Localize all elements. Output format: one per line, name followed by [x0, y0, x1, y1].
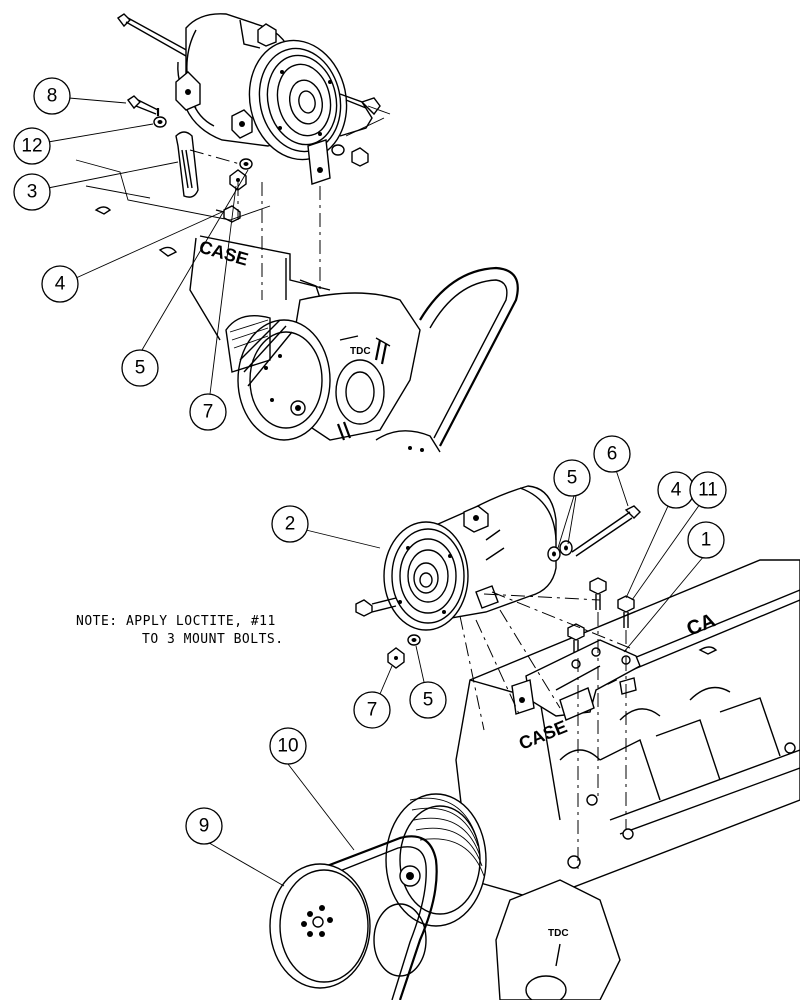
lower-alignment-line-4 — [475, 619, 521, 717]
svg-text:5: 5 — [567, 468, 578, 489]
note-line-2: TO 3 MOUNT BOLTS. — [142, 632, 284, 647]
svg-text:4: 4 — [671, 480, 682, 501]
callout-9: 9 — [185, 807, 223, 845]
upper-nut-7 — [229, 169, 247, 191]
lower-alignment-line-2 — [499, 609, 561, 709]
svg-text:3: 3 — [27, 182, 38, 203]
lower-pulley-9 — [269, 863, 371, 989]
leader-6 — [615, 469, 629, 507]
callout-4: 4 — [41, 265, 79, 303]
upper-assembly-view: CASE TDC — [75, 13, 519, 453]
lower-compressor — [383, 485, 557, 631]
lower-bolt-6 — [571, 505, 641, 557]
lower-washer-5 — [407, 634, 421, 646]
upper-bolt-8 — [126, 95, 160, 116]
svg-text:12: 12 — [21, 136, 42, 157]
callout-4: 4 — [657, 471, 695, 509]
leader-5b2 — [567, 495, 577, 545]
lower-alignment-line-1 — [491, 591, 631, 649]
svg-text:10: 10 — [277, 736, 298, 757]
lower-drive-belt-10 — [305, 835, 438, 1000]
upper-tdc-label: TDC — [350, 346, 371, 357]
lower-front-bolt — [355, 597, 397, 617]
lower-assembly-view: CASE CA TDC — [269, 485, 800, 1000]
callout-11: 11 — [689, 471, 727, 509]
upper-long-bolt — [116, 13, 191, 57]
upper-lower-pulley — [375, 430, 441, 453]
lower-tdc-label: TDC — [548, 928, 569, 939]
loctite-note: NOTE: APPLY LOCTITE, #11 TO 3 MOUNT BOLT… — [76, 614, 284, 647]
svg-text:9: 9 — [199, 816, 210, 837]
callout-5: 5 — [121, 349, 159, 387]
leader-9 — [203, 839, 285, 887]
leader-lines — [47, 97, 705, 887]
leader-5b1 — [557, 495, 575, 549]
upper-mount-bracket — [339, 93, 391, 137]
svg-text:5: 5 — [423, 690, 434, 711]
leader-1 — [623, 555, 705, 653]
callout-5: 5 — [409, 681, 447, 719]
callout-7: 7 — [353, 691, 391, 729]
svg-text:4: 4 — [55, 274, 66, 295]
leader-4b — [625, 505, 669, 599]
upper-drive-belt — [419, 266, 519, 447]
leader-7a — [209, 185, 237, 395]
lower-alignment-line-3 — [459, 615, 485, 731]
upper-nut-right — [331, 144, 369, 167]
note-line-1: NOTE: APPLY LOCTITE, #11 — [76, 614, 276, 629]
svg-text:6: 6 — [607, 444, 618, 465]
upper-engine-block: CASE — [75, 159, 331, 341]
lower-bracket-1 — [511, 639, 641, 721]
lower-timing-cover: TDC — [495, 879, 621, 1000]
svg-text:8: 8 — [47, 86, 58, 107]
callout-8: 8 — [33, 77, 71, 115]
leader-12 — [47, 123, 154, 143]
callout-6: 6 — [593, 435, 631, 473]
callout-10: 10 — [269, 727, 307, 765]
leader-8 — [68, 97, 127, 104]
svg-text:7: 7 — [203, 402, 214, 423]
svg-text:11: 11 — [698, 480, 718, 501]
callout-5: 5 — [553, 459, 591, 497]
lower-alignment-line-8 — [483, 593, 601, 601]
callout-1: 1 — [687, 521, 725, 559]
svg-text:7: 7 — [367, 700, 378, 721]
upper-alignment-line-4 — [189, 149, 241, 165]
callout-2: 2 — [271, 505, 309, 543]
leader-2 — [305, 529, 381, 549]
upper-crank-pulley — [237, 319, 331, 441]
lower-nut-7 — [387, 647, 405, 669]
leader-5a — [141, 169, 249, 351]
lower-mount-bolts-4 — [567, 577, 635, 656]
leader-7b — [379, 665, 393, 695]
callout-7: 7 — [189, 393, 227, 431]
upper-compressor — [175, 13, 348, 185]
upper-strap-3 — [175, 131, 199, 198]
upper-damper — [225, 315, 271, 373]
leader-10 — [287, 763, 355, 851]
upper-washer-12 — [153, 116, 167, 128]
leader-11 — [631, 503, 701, 601]
upper-washer-5 — [239, 158, 253, 170]
leader-5c — [415, 645, 425, 683]
callout-bubbles: 8 12 3 4 5 7 2 6 5 4 11 1 7 5 10 9 — [13, 77, 727, 845]
upper-case-label: CASE — [197, 237, 251, 270]
svg-text:1: 1 — [701, 530, 712, 551]
leader-4a — [75, 211, 223, 279]
callout-12: 12 — [13, 127, 51, 165]
svg-text:2: 2 — [285, 514, 296, 535]
svg-text:5: 5 — [135, 358, 146, 379]
lower-washers-5-pair — [547, 540, 573, 562]
leader-3 — [47, 161, 179, 189]
callout-3: 3 — [13, 173, 51, 211]
